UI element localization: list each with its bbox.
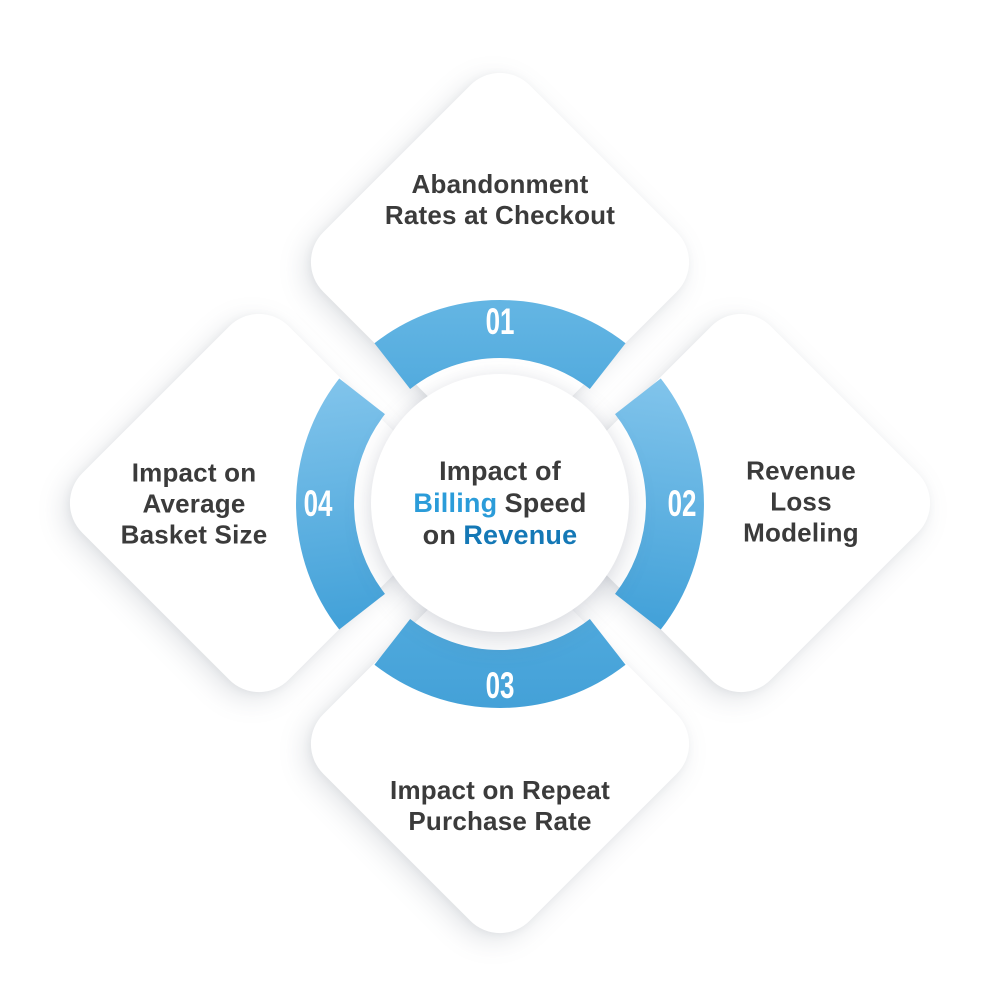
label-repeat-purchase: Impact on Repeat Purchase Rate: [330, 775, 670, 837]
label-basket-size: Impact on Average Basket Size: [84, 458, 304, 551]
label-line: Basket Size: [120, 519, 268, 550]
label-line: Impact on: [131, 457, 257, 488]
label-line: Loss: [770, 486, 832, 517]
label-abandonment-rates: Abandonment Rates at Checkout: [330, 169, 670, 231]
label-line: Modeling: [743, 517, 859, 548]
step-number-04: 04: [303, 483, 333, 524]
label-line: Revenue: [746, 455, 856, 486]
label-line: Average: [142, 488, 246, 519]
label-revenue-loss: Revenue Loss Modeling: [691, 456, 911, 549]
label-line: Purchase Rate: [408, 806, 592, 836]
title-text: on: [422, 520, 457, 550]
title-line-1: Impact of: [413, 455, 586, 487]
label-line: Rates at Checkout: [384, 200, 616, 230]
title-highlight-billing: Billing: [413, 488, 498, 518]
title-text: Impact of: [439, 456, 561, 486]
label-line: Abandonment: [411, 169, 589, 199]
label-line: Impact on Repeat: [390, 775, 610, 805]
step-number-01: 01: [485, 301, 515, 342]
title-text: Speed: [504, 488, 587, 518]
step-number-02: 02: [667, 483, 697, 524]
step-number-03: 03: [485, 665, 515, 706]
title-highlight-revenue: Revenue: [463, 520, 578, 550]
